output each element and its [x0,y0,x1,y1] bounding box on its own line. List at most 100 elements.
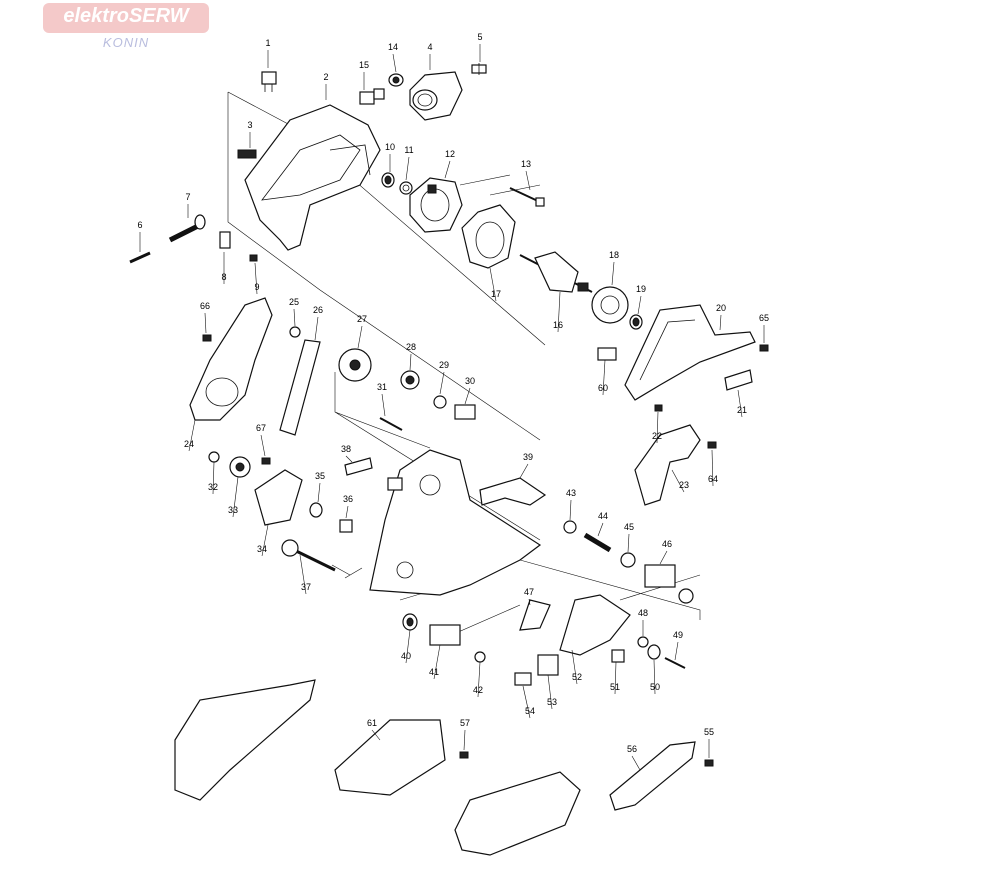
part-26-drive-belt [279,339,321,436]
part-number-label: 57 [460,718,470,728]
part-number-label: 11 [404,145,413,155]
callout-leader-28 [409,353,412,371]
part-number-label: 21 [737,405,747,415]
callout-leader-37 [299,554,307,595]
part-number-label: 40 [401,651,411,661]
part-number-label: 65 [759,313,769,323]
part-17-fan-baffle [461,204,516,269]
callout-leader-61 [371,729,381,741]
part-number-label: 27 [357,314,367,324]
part-55-screw [704,759,714,767]
part-number-label: 42 [473,685,483,695]
brand-location: KONIN [102,35,150,50]
part-number-label: 12 [445,149,455,159]
part-15-carbon-brush [359,88,385,105]
part-number-label: 3 [247,120,252,130]
brand-logo-badge: elektroSERW [43,3,209,33]
callout-leader-38 [345,455,353,463]
callout-leader-56 [631,755,641,771]
part-13-screw [509,187,545,207]
callout-leader-64 [711,449,714,487]
callout-leader-66 [204,312,207,334]
part-49-screw [664,657,686,669]
part-34-bearing-plate [254,469,303,526]
callout-leader-11 [405,156,410,181]
part-number-label: 43 [566,488,576,498]
part-35-bearing [309,502,323,518]
callout-leader-32 [212,461,215,495]
part-54-spring [514,672,532,686]
part-number-label: 23 [679,480,689,490]
callout-leader-22 [656,411,659,444]
part-10-bearing [381,172,395,188]
part-11-washer [399,181,413,195]
part-number-label: 49 [673,630,683,640]
part-number-label: 56 [627,744,637,754]
dust-bag [174,679,316,801]
part-61-plate [334,719,446,796]
part-number-label: 20 [716,303,726,313]
assembly-guide-lines [227,91,701,641]
part-65-screw [759,344,769,352]
part-39-bracket [479,477,547,506]
part-8-plate [219,231,231,249]
part-29-washer [433,395,447,409]
part-number-label: 39 [523,452,533,462]
callout-leader-67 [260,434,266,457]
part-number-label: 25 [289,297,299,307]
part-number-label: 30 [465,376,475,386]
part-number-label: 6 [137,220,142,230]
part-66-screw [202,334,212,342]
part-number-label: 45 [624,522,634,532]
part-36-pin [339,519,353,533]
part-53-roller [537,654,559,676]
callout-leader-25 [293,308,296,327]
part-number-label: 51 [610,682,620,692]
callout-leader-51 [614,661,617,695]
part-60-clip [597,347,617,361]
part-18-gear [591,286,629,324]
part-number-label: 44 [598,511,608,521]
part-number-label: 54 [525,706,535,716]
callout-leader-13 [525,170,531,191]
callout-leader-27 [357,325,363,349]
part-40-bearing [402,613,418,631]
part-number-label: 55 [704,727,714,737]
part-33-pulley [229,456,251,478]
part-48-washer [637,636,649,648]
part-number-label: 34 [257,544,267,554]
part-number-label: 1 [265,38,270,48]
part-27-fan [338,348,372,382]
part-67-screw [261,457,271,465]
part-43-ring [563,520,577,534]
callout-leader-53 [547,674,553,710]
part-number-label: 13 [521,159,531,169]
part-7-knob [168,214,206,243]
callout-leader-23 [671,469,685,493]
sanding-belt [454,771,581,856]
callout-leader-29 [439,371,445,395]
part-number-label: 14 [388,42,398,52]
part-number-label: 67 [256,423,266,433]
part-number-label: 18 [609,250,619,260]
part-6-pin [129,251,151,264]
callout-leader-36 [345,505,349,519]
part-46-roller [644,564,694,604]
part-12-field-stator [409,177,463,233]
part-number-label: 2 [323,72,328,82]
part-number-label: 29 [439,360,449,370]
callout-leader-41 [433,644,441,680]
part-25-nut [289,326,301,338]
part-14-bushing [388,73,404,87]
callout-leader-47 [528,598,531,606]
callout-leader-49 [674,641,679,661]
part-45-ring [620,552,636,568]
part-number-label: 33 [228,505,238,515]
part-number-label: 66 [200,301,210,311]
part-number-label: 10 [385,142,395,152]
callout-leader-39 [519,463,529,479]
callout-leader-44 [597,522,604,537]
part-5-screw [471,63,487,75]
part-number-label: 8 [221,272,226,282]
